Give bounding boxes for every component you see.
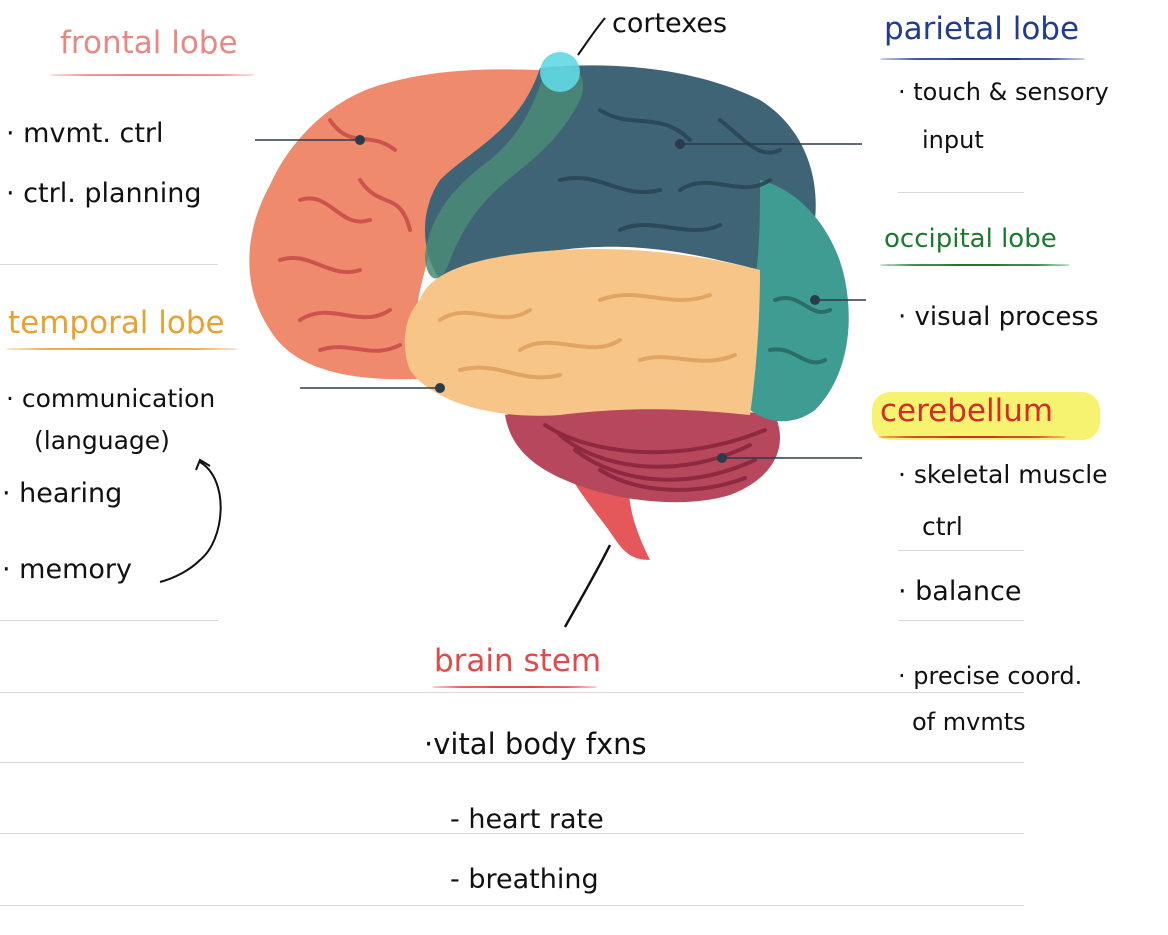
cortexes-label: cortexes: [612, 8, 728, 39]
cerebellum-title: cerebellum: [880, 393, 1054, 429]
temporal-note: · hearing: [2, 478, 123, 509]
ruled-line: [0, 620, 218, 621]
cerebellum-note: · balance: [898, 576, 1022, 607]
occipital-lobe-underline: [880, 264, 1070, 266]
cerebellum-underline: [878, 436, 1066, 438]
cerebellum-highlight: [872, 392, 1100, 440]
cerebellum-region: [505, 407, 780, 503]
brain-stem-note: - breathing: [450, 864, 599, 895]
cerebellum-note: of mvmts: [912, 708, 1026, 736]
frontal-lobe-underline: [50, 74, 255, 76]
cortexes-pointer: [577, 17, 606, 56]
ruled-line: [898, 620, 1024, 621]
ruled-line: [898, 550, 1024, 551]
cerebellum-note: · skeletal muscle: [898, 460, 1108, 489]
frontal-note: · mvmt. ctrl: [6, 118, 164, 149]
parietal-lobe-underline: [880, 58, 1085, 60]
frontal-lobe-region: [249, 69, 545, 380]
ruled-line: [0, 905, 1024, 906]
brain-stem-note: ·vital body fxns: [424, 727, 647, 761]
parietal-note: input: [922, 126, 984, 154]
brain-stem-note: - heart rate: [450, 804, 604, 835]
occipital-note: · visual process: [898, 302, 1099, 332]
temporal-lobe-underline: [6, 348, 238, 350]
ruled-line: [0, 833, 1024, 834]
cerebellum-note: · precise coord.: [898, 662, 1083, 690]
temporal-note: · communication: [6, 384, 216, 413]
ruled-line: [0, 692, 1024, 693]
ruled-line: [0, 762, 1024, 763]
cerebellum-note: ctrl: [922, 512, 963, 541]
brain-stem-title: brain stem: [434, 643, 602, 679]
temporal-lobe-title: temporal lobe: [8, 305, 225, 341]
ruled-line: [898, 192, 1024, 193]
cortex-strip: [425, 66, 584, 279]
parietal-lobe-title: parietal lobe: [884, 11, 1080, 47]
temporal-bracket-arrowhead: [195, 458, 211, 471]
parietal-note: · touch & sensory: [898, 78, 1109, 106]
brainstem-pointer: [563, 544, 612, 628]
occipital-lobe-title: occipital lobe: [884, 224, 1057, 254]
temporal-note: (language): [34, 426, 170, 455]
frontal-lobe-title: frontal lobe: [60, 25, 238, 61]
temporal-lobe-region: [404, 249, 760, 416]
brain-stem-underline: [432, 686, 597, 688]
temporal-note: · memory: [2, 554, 132, 585]
ruled-line: [0, 264, 218, 265]
temporal-bracket-arrow: [159, 461, 222, 583]
frontal-note: · ctrl. planning: [6, 178, 202, 209]
